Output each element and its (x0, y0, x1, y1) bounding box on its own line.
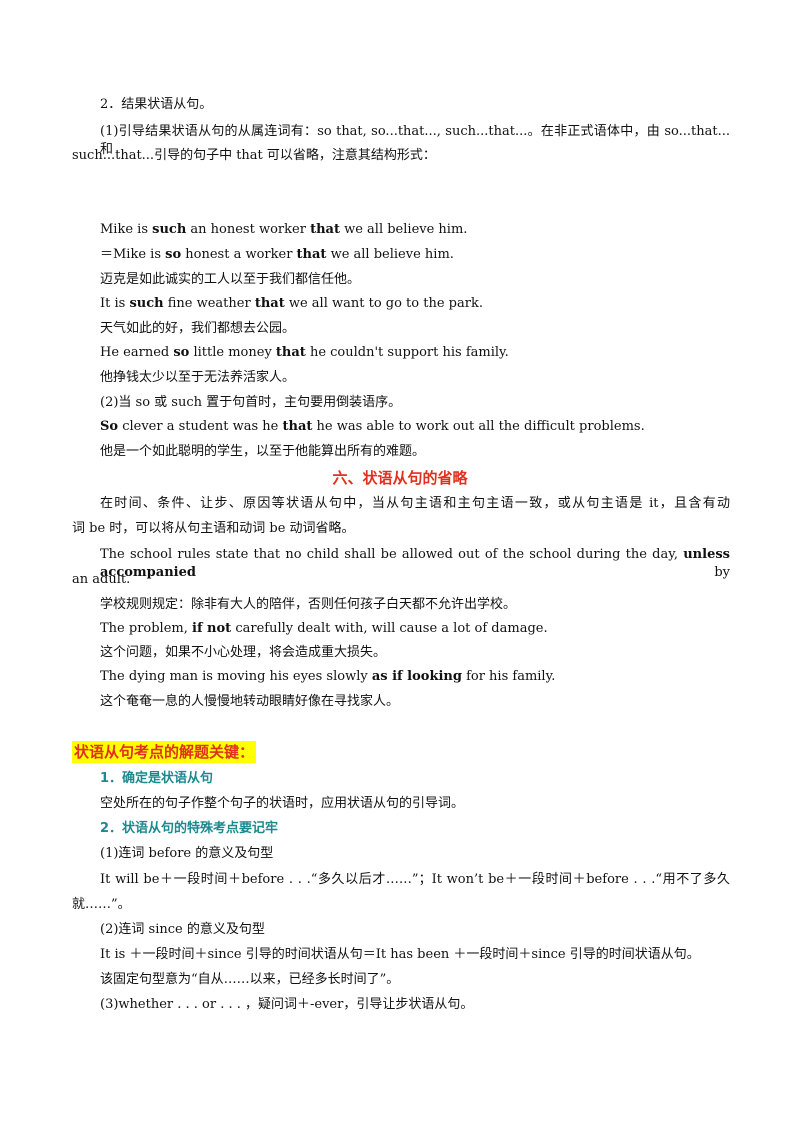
example-sentence: So clever a student was he that he was a… (100, 418, 730, 436)
keyword: that (282, 419, 313, 434)
example-text: fine weather (163, 296, 255, 311)
example-sentence: Mike is such an honest worker that we al… (100, 221, 730, 239)
highlighted-title: 状语从句考点的解题关键： (72, 741, 257, 763)
example-text: he couldn't support his family. (305, 345, 509, 360)
keyword: that (254, 296, 285, 311)
section-title: 六、状语从句的省略 (332, 469, 468, 487)
keyword: if not (192, 621, 232, 636)
paragraph-line: 就……”。 (72, 897, 131, 912)
example-sentence: an adult. (72, 572, 131, 587)
translation: 天气如此的好，我们都想去公园。 (100, 321, 296, 336)
example-text: by (195, 565, 730, 580)
paragraph-line: It will be＋一段时间＋before . . .“多久以后才……”；It… (100, 872, 730, 887)
paragraph-line: 在时间、条件、让步、原因等状语从句中，当从句主语和主句主语一致，或从句主语是 i… (100, 496, 730, 511)
example-text: we all believe him. (339, 222, 468, 237)
example-text: honest a worker (181, 247, 297, 262)
example-text: ＝Mike is (100, 247, 166, 262)
example-text: carefully dealt with, will cause a lot o… (231, 621, 548, 636)
paragraph-line: (1)连词 before 的意义及句型 (100, 846, 274, 861)
keyword: unless accompanied (100, 547, 730, 580)
example-sentence: The school rules state that no child sha… (100, 546, 730, 582)
keyword: that (275, 345, 306, 360)
paragraph-line: 该固定句型意为“自从……以来，已经多长时间了”。 (100, 972, 400, 987)
example-text: an honest worker (186, 222, 311, 237)
example-text: for his family. (461, 669, 556, 684)
example-sentence: The problem, if not carefully dealt with… (100, 620, 730, 638)
example-text: little money (189, 345, 276, 360)
keyword: such (152, 222, 187, 237)
translation: 他是一个如此聪明的学生，以至于他能算出所有的难题。 (100, 444, 426, 459)
paragraph-line: (2)连词 since 的意义及句型 (100, 922, 265, 937)
example-text: Mike is (100, 222, 153, 237)
example-text: The problem, (100, 621, 192, 636)
paragraph-line: (2)当 so 或 such 置于句首时，主句要用倒装语序。 (100, 395, 402, 410)
example-text: The school rules state that no child sha… (100, 547, 684, 562)
paragraph-line: (1)引导结果状语从句的从属连词有：so that, so...that...,… (100, 124, 730, 157)
subsection-title: 1．确定是状语从句 (100, 771, 214, 786)
example-sentence: The dying man is moving his eyes slowly … (100, 668, 730, 686)
paragraph-line: such...that...引导的句子中 that 可以省略，注意其结构形式： (72, 148, 436, 163)
paragraph-line: (3)whether . . . or . . . ，疑问词＋-ever，引导让… (100, 997, 474, 1012)
example-sentence: He earned so little money that he couldn… (100, 344, 730, 362)
translation: 他挣钱太少以至于无法养活家人。 (100, 370, 296, 385)
example-text: we all want to go to the park. (284, 296, 483, 311)
section-heading: 2．结果状语从句。 (100, 97, 213, 112)
keyword: So (100, 419, 119, 434)
translation: 迈克是如此诚实的工人以至于我们都信任他。 (100, 272, 361, 287)
keyword: that (310, 222, 340, 237)
keyword: so (165, 247, 182, 262)
example-text: The dying man is moving his eyes slowly (100, 669, 372, 684)
keyword: as if looking (371, 669, 462, 684)
example-text: we all believe him. (326, 247, 454, 262)
translation: 这个问题，如果不小心处理，将会造成重大损失。 (100, 645, 387, 660)
example-text: he was able to work out all the difficul… (312, 419, 645, 434)
keyword: such (129, 296, 164, 311)
translation: 学校规则规定：除非有大人的陪伴，否则任何孩子白天都不允许出学校。 (100, 597, 517, 612)
example-sentence: ＝Mike is so honest a worker that we all … (100, 246, 730, 264)
example-text: clever a student was he (118, 419, 283, 434)
subsection-title: 2．状语从句的特殊考点要记牢 (100, 821, 279, 836)
paragraph-line: 空处所在的句子作整个句子的状语时，应用状语从句的引导词。 (100, 796, 465, 811)
paragraph-line: It is ＋一段时间＋since 引导的时间状语从句＝It has been … (100, 947, 700, 962)
keyword: so (173, 345, 190, 360)
paragraph-line: 词 be 时，可以将从句主语和动词 be 动词省略。 (72, 521, 355, 536)
example-text: It is (100, 296, 130, 311)
example-sentence: It is such fine weather that we all want… (100, 295, 730, 313)
keyword: that (296, 247, 327, 262)
translation: 这个奄奄一息的人慢慢地转动眼睛好像在寻找家人。 (100, 694, 400, 709)
example-text: He earned (100, 345, 174, 360)
